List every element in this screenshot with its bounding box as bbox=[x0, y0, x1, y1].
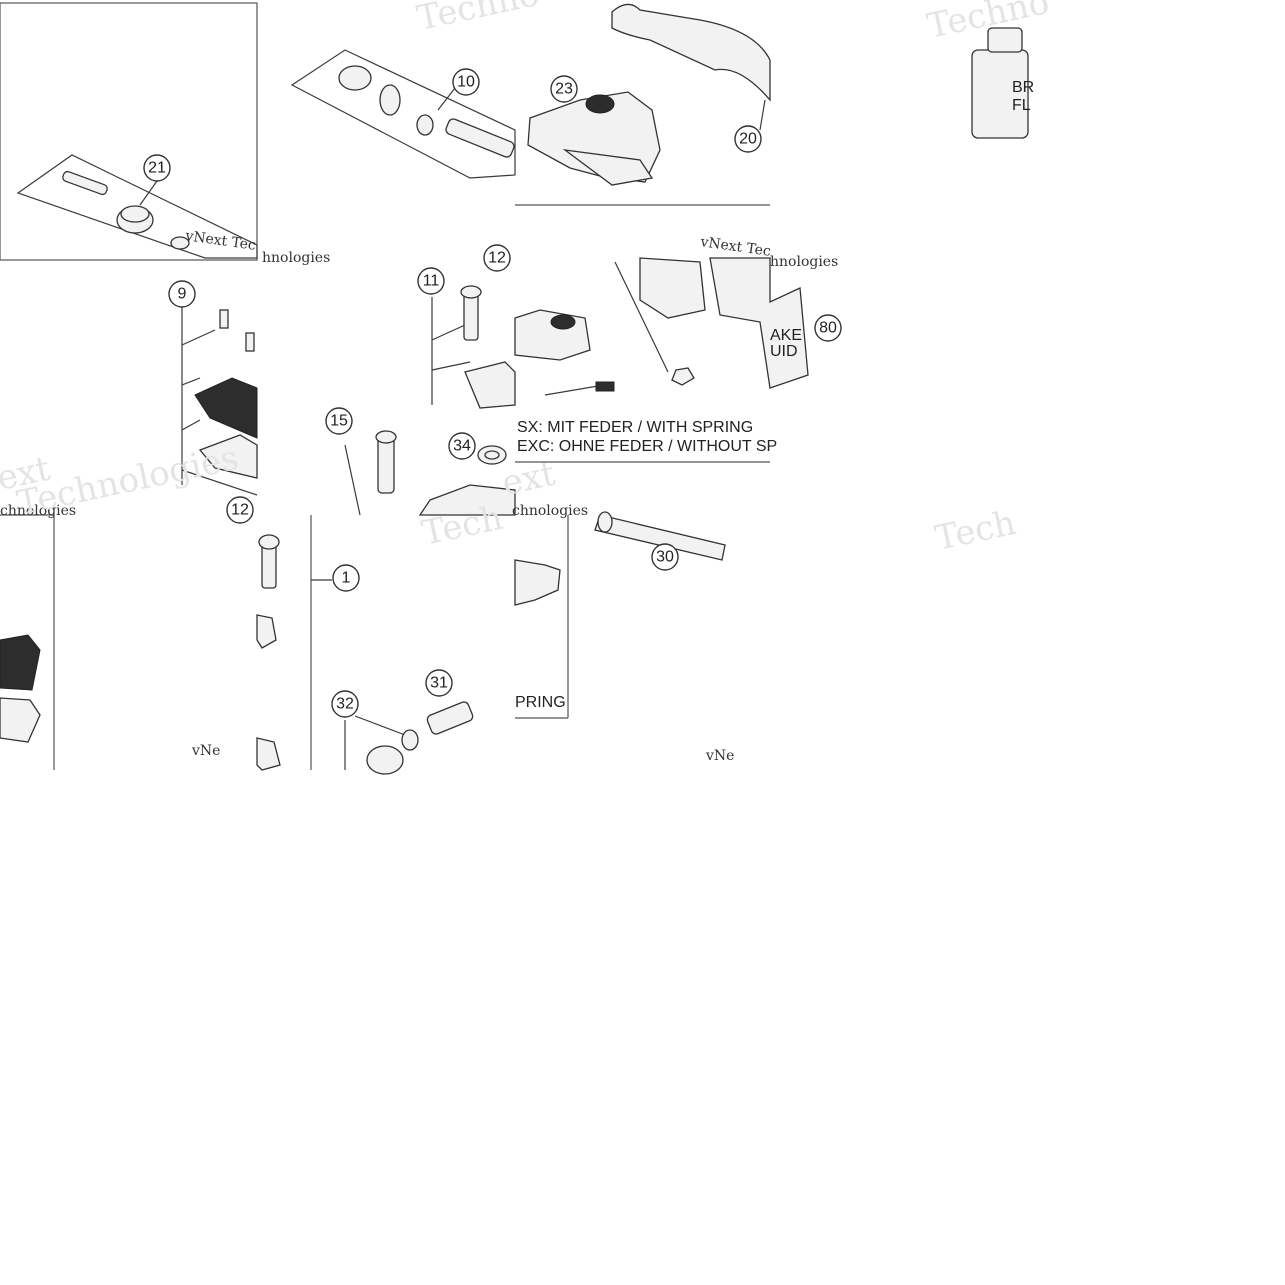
callout-c31: 31 bbox=[425, 669, 453, 697]
callout-number: 32 bbox=[336, 696, 354, 713]
reservoir-cover-9 bbox=[181, 305, 258, 496]
watermark-vnext-tech: vNext Tec bbox=[183, 228, 256, 254]
callout-circle bbox=[452, 68, 480, 96]
callout-c21: 21 bbox=[143, 154, 171, 182]
callout-c80: 80 bbox=[814, 314, 842, 342]
callout-number: 80 bbox=[819, 320, 837, 337]
callout-c11: 11 bbox=[417, 267, 445, 295]
callout-c30: 30 bbox=[651, 543, 679, 571]
callout-c34: 34 bbox=[448, 432, 476, 460]
callout-number: 10 bbox=[457, 74, 475, 91]
banjo-bolt-31 bbox=[426, 701, 474, 735]
callout-circle bbox=[331, 690, 359, 718]
lever-housing-23 bbox=[527, 91, 661, 186]
watermark-chnologies: chnologies bbox=[0, 503, 76, 519]
callout-c9: 9 bbox=[168, 280, 196, 308]
callout-number: 12 bbox=[488, 250, 506, 267]
callout-number: 11 bbox=[423, 273, 440, 290]
callout-number: 31 bbox=[430, 675, 448, 692]
callout-number: 21 bbox=[148, 160, 166, 177]
callout-c12b: 12 bbox=[226, 496, 254, 524]
callout-c15: 15 bbox=[325, 407, 353, 435]
callout-circle bbox=[651, 543, 679, 571]
callout-circle bbox=[332, 564, 360, 592]
callout-circle bbox=[734, 125, 762, 153]
bottle-label-line1: BR bbox=[1012, 79, 1034, 96]
lever-pivot-detail bbox=[514, 559, 561, 606]
watermark-tech-right: Tech bbox=[932, 503, 1020, 559]
callout-circle bbox=[325, 407, 353, 435]
clamp-screw-11 bbox=[431, 285, 516, 409]
callout-c12a: 12 bbox=[483, 244, 511, 272]
watermark-vne: vNe bbox=[191, 743, 220, 759]
callout-number: 23 bbox=[555, 81, 573, 98]
brake-hose-30 bbox=[594, 511, 726, 561]
watermark-hnologies-2: hnologies bbox=[262, 250, 330, 266]
callout-number: 1 bbox=[342, 570, 351, 587]
washers-32 bbox=[344, 715, 419, 775]
callout-circle bbox=[417, 267, 445, 295]
bottle-label-line2: FL bbox=[1012, 97, 1031, 114]
callout-c32: 32 bbox=[331, 690, 359, 718]
callout-number: 9 bbox=[178, 286, 187, 303]
callout-number: 30 bbox=[656, 549, 674, 566]
callout-c10: 10 bbox=[452, 68, 480, 96]
watermark-vne-2: vNe bbox=[705, 748, 734, 764]
callout-number: 12 bbox=[231, 502, 249, 519]
seal-34 bbox=[477, 445, 507, 465]
callouts-layer: 21 10 23 20 9 11 12 15 34 80 12 1 31 32 30 bbox=[143, 68, 842, 718]
callout-number: 15 bbox=[330, 413, 348, 430]
callout-circle bbox=[425, 669, 453, 697]
note-spring-fragment: PRING bbox=[515, 694, 566, 711]
callout-c23: 23 bbox=[550, 75, 578, 103]
bottle80-label-2: UID bbox=[770, 343, 798, 360]
watermark-ext-2: ext bbox=[499, 454, 559, 504]
reservoir-cover-copy bbox=[0, 634, 41, 743]
callout-circle bbox=[550, 75, 578, 103]
brake-fluid-bottle-top: BR FL bbox=[971, 27, 1034, 139]
screw-12 bbox=[258, 534, 280, 589]
pin-15 bbox=[344, 430, 397, 516]
callout-number: 20 bbox=[739, 131, 757, 148]
callout-circle bbox=[168, 280, 196, 308]
watermark-technologies: Technologies bbox=[14, 438, 242, 524]
piston-kit-21 bbox=[16, 154, 258, 259]
watermark-hnologies: hnologies bbox=[770, 254, 838, 270]
callout-circle bbox=[143, 154, 171, 182]
watermark-techno: Techno bbox=[414, 0, 543, 39]
callout-circle bbox=[814, 314, 842, 342]
callout-circle bbox=[448, 432, 476, 460]
brake-fluid-bottle-80: AKE UID bbox=[709, 257, 809, 389]
hand-lever-20 bbox=[611, 3, 771, 131]
piston-assembly-10 bbox=[290, 49, 516, 179]
watermark-chnologies-2: chnologies bbox=[512, 503, 588, 519]
callout-circle bbox=[483, 244, 511, 272]
note-with-spring: SX: MIT FEDER / WITH SPRING bbox=[517, 419, 753, 436]
tile-frame-top-left bbox=[0, 2, 258, 261]
bottle80-label-1: AKE bbox=[770, 327, 802, 344]
master-cylinder-detail bbox=[514, 257, 706, 396]
clamp-half-lower bbox=[256, 737, 281, 771]
callout-circle bbox=[226, 496, 254, 524]
note-without-spring: EXC: OHNE FEDER / WITHOUT SP bbox=[517, 438, 777, 455]
callout-c1: 1 bbox=[332, 564, 360, 592]
callout-c20: 20 bbox=[734, 125, 762, 153]
clamp-half-upper bbox=[256, 614, 277, 649]
master-cylinder-body bbox=[418, 484, 516, 516]
callout-number: 34 bbox=[453, 438, 471, 455]
watermark-vnext-tech-2: vNext Tec bbox=[698, 234, 771, 260]
